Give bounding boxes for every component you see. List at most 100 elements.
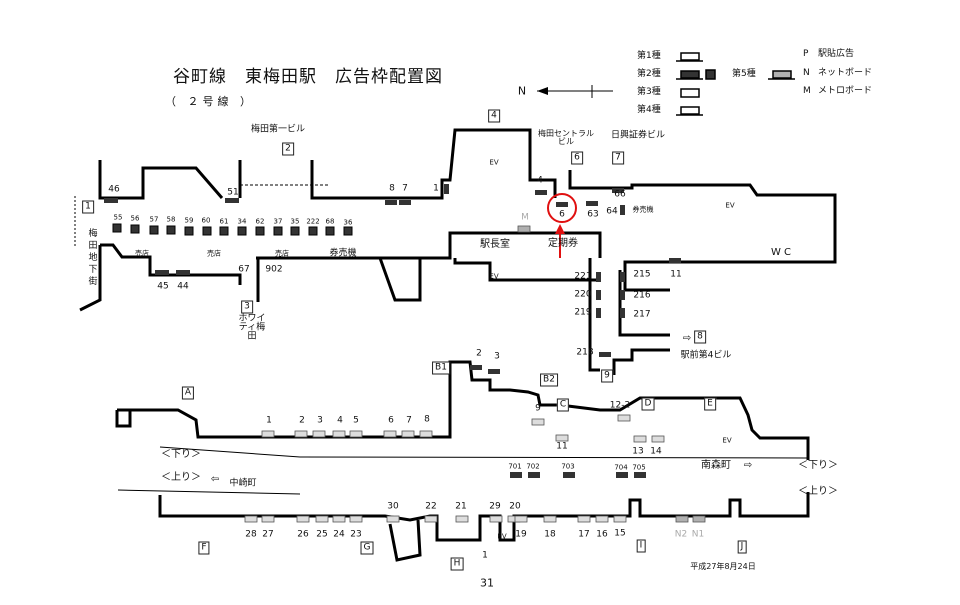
exit-9: 9 bbox=[601, 369, 613, 383]
legend-code-p: P bbox=[803, 49, 809, 59]
ad-number: 63 bbox=[587, 209, 599, 220]
exit-7: 7 bbox=[612, 151, 624, 165]
ad-number: 9 bbox=[535, 403, 541, 414]
legend-label-m: メトロボード bbox=[818, 86, 873, 96]
ad-number: 37 bbox=[273, 217, 283, 226]
direction-up-right: ＜上り＞ bbox=[798, 486, 838, 497]
direction-up-left: ＜上り＞ bbox=[161, 472, 201, 483]
ad-number: 44 bbox=[177, 281, 189, 292]
ad-number: 2 bbox=[299, 415, 305, 426]
legend-label-p: 駅貼広告 bbox=[818, 49, 855, 59]
ad-number: 45 bbox=[157, 281, 169, 292]
metro-board-marker: M bbox=[521, 212, 529, 223]
ad-number: 66 bbox=[614, 189, 626, 200]
legend-type1: 第1種 bbox=[637, 51, 661, 61]
ad-number: 68 bbox=[325, 217, 335, 226]
exit-d: D bbox=[641, 397, 655, 411]
ad-number-highlighted: 6 bbox=[559, 209, 565, 220]
destination-nakazakicho: 中崎町 bbox=[229, 478, 257, 489]
elevator: EV bbox=[722, 436, 732, 445]
ad-number: 3 bbox=[317, 415, 323, 426]
ad-number: 26 bbox=[297, 529, 309, 540]
elevator: EV bbox=[725, 201, 735, 210]
exit-c: C bbox=[556, 398, 570, 412]
page-subtitle: （ ２号線 ） bbox=[165, 95, 255, 108]
ad-number: 67 bbox=[238, 264, 250, 275]
building-umeda-chikagai: 梅田地下街 bbox=[86, 228, 97, 288]
exit-2: 2 bbox=[282, 142, 294, 156]
ad-number: 27 bbox=[262, 529, 274, 540]
ad-number: 703 bbox=[561, 462, 575, 471]
exit-6: 6 bbox=[571, 151, 583, 165]
room-ticket-machine: 券売機 bbox=[329, 248, 357, 259]
ad-number: 56 bbox=[130, 214, 140, 223]
exit-a: A bbox=[181, 386, 195, 400]
exit-i: I bbox=[636, 539, 646, 553]
ad-number: 216 bbox=[633, 290, 651, 301]
legend-type4: 第4種 bbox=[637, 105, 661, 115]
exit-e: E bbox=[704, 397, 716, 411]
ad-number: 1 bbox=[433, 183, 439, 194]
ad-number: 222 bbox=[306, 217, 320, 226]
ad-number: 64 bbox=[606, 206, 618, 217]
ad-number: 19 bbox=[515, 529, 527, 540]
revision-date: 平成27年8月24日 bbox=[690, 562, 756, 571]
ad-number: 5 bbox=[353, 415, 359, 426]
building-nikko: 日興証券ビル bbox=[610, 130, 666, 141]
ad-number: 35 bbox=[290, 217, 300, 226]
ad-number: 8 bbox=[424, 414, 430, 425]
exit-g: G bbox=[360, 541, 374, 555]
ad-number: 704 bbox=[614, 463, 628, 472]
ad-number: 55 bbox=[113, 213, 123, 222]
page-title: 谷町線 東梅田駅 広告枠配置図 bbox=[173, 67, 443, 87]
ad-number: 20 bbox=[509, 501, 521, 512]
ad-number: 46 bbox=[108, 184, 120, 195]
ad-number: 16 bbox=[596, 529, 608, 540]
ad-number: 219 bbox=[574, 307, 592, 318]
ad-number: 30 bbox=[387, 501, 399, 512]
ad-number: 7 bbox=[402, 183, 408, 194]
ad-number: 51 bbox=[227, 187, 239, 198]
ad-number: 34 bbox=[237, 217, 247, 226]
legend-type5: 第5種 bbox=[732, 69, 756, 79]
ad-number: 59 bbox=[184, 216, 194, 225]
ad-number: 21 bbox=[455, 501, 467, 512]
ad-number: 7 bbox=[406, 415, 412, 426]
ad-number: 11 bbox=[670, 269, 682, 280]
ad-number: 12-2 bbox=[609, 400, 631, 411]
ad-number: 25 bbox=[316, 529, 328, 540]
ad-number: 24 bbox=[333, 529, 345, 540]
room-wc: W C bbox=[770, 247, 792, 258]
legend-type3: 第3種 bbox=[637, 87, 661, 97]
exit-j: J bbox=[737, 540, 747, 554]
elevator: EV bbox=[489, 272, 499, 281]
ad-number-netboard: N1 bbox=[691, 529, 705, 540]
ad-number: 17 bbox=[578, 529, 590, 540]
building-umeda-daiichi: 梅田第一ビル bbox=[250, 124, 306, 135]
ad-number: 4 bbox=[337, 415, 343, 426]
ad-number: 15 bbox=[614, 528, 626, 539]
building-ekimae4: 駅前第4ビル bbox=[680, 350, 732, 361]
ad-number: 22 bbox=[425, 501, 437, 512]
ad-number: 4 bbox=[537, 175, 543, 186]
arrow-left-icon: ⇦ bbox=[210, 474, 220, 485]
legend-type2: 第2種 bbox=[637, 69, 661, 79]
ad-number: 2 bbox=[476, 348, 482, 359]
ad-number-netboard: N2 bbox=[674, 529, 688, 540]
room-ticket-machine-2: 券売機 bbox=[632, 205, 654, 214]
exit-h: H bbox=[450, 557, 464, 571]
page-number: 31 bbox=[480, 576, 494, 590]
legend-code-n: N bbox=[803, 68, 810, 78]
room-shop-1: 売店 bbox=[135, 249, 149, 258]
ad-number: 11 bbox=[556, 441, 568, 452]
elevator: EV bbox=[497, 532, 507, 541]
ad-number: 220 bbox=[574, 289, 592, 300]
elevator: EV bbox=[489, 158, 499, 167]
room-commuter-pass: 定期券 bbox=[548, 238, 578, 249]
ad-number: 61 bbox=[219, 217, 229, 226]
room-shop-3: 売店 bbox=[275, 249, 289, 258]
ad-number: 215 bbox=[633, 269, 651, 280]
ad-number: 13 bbox=[632, 446, 644, 457]
